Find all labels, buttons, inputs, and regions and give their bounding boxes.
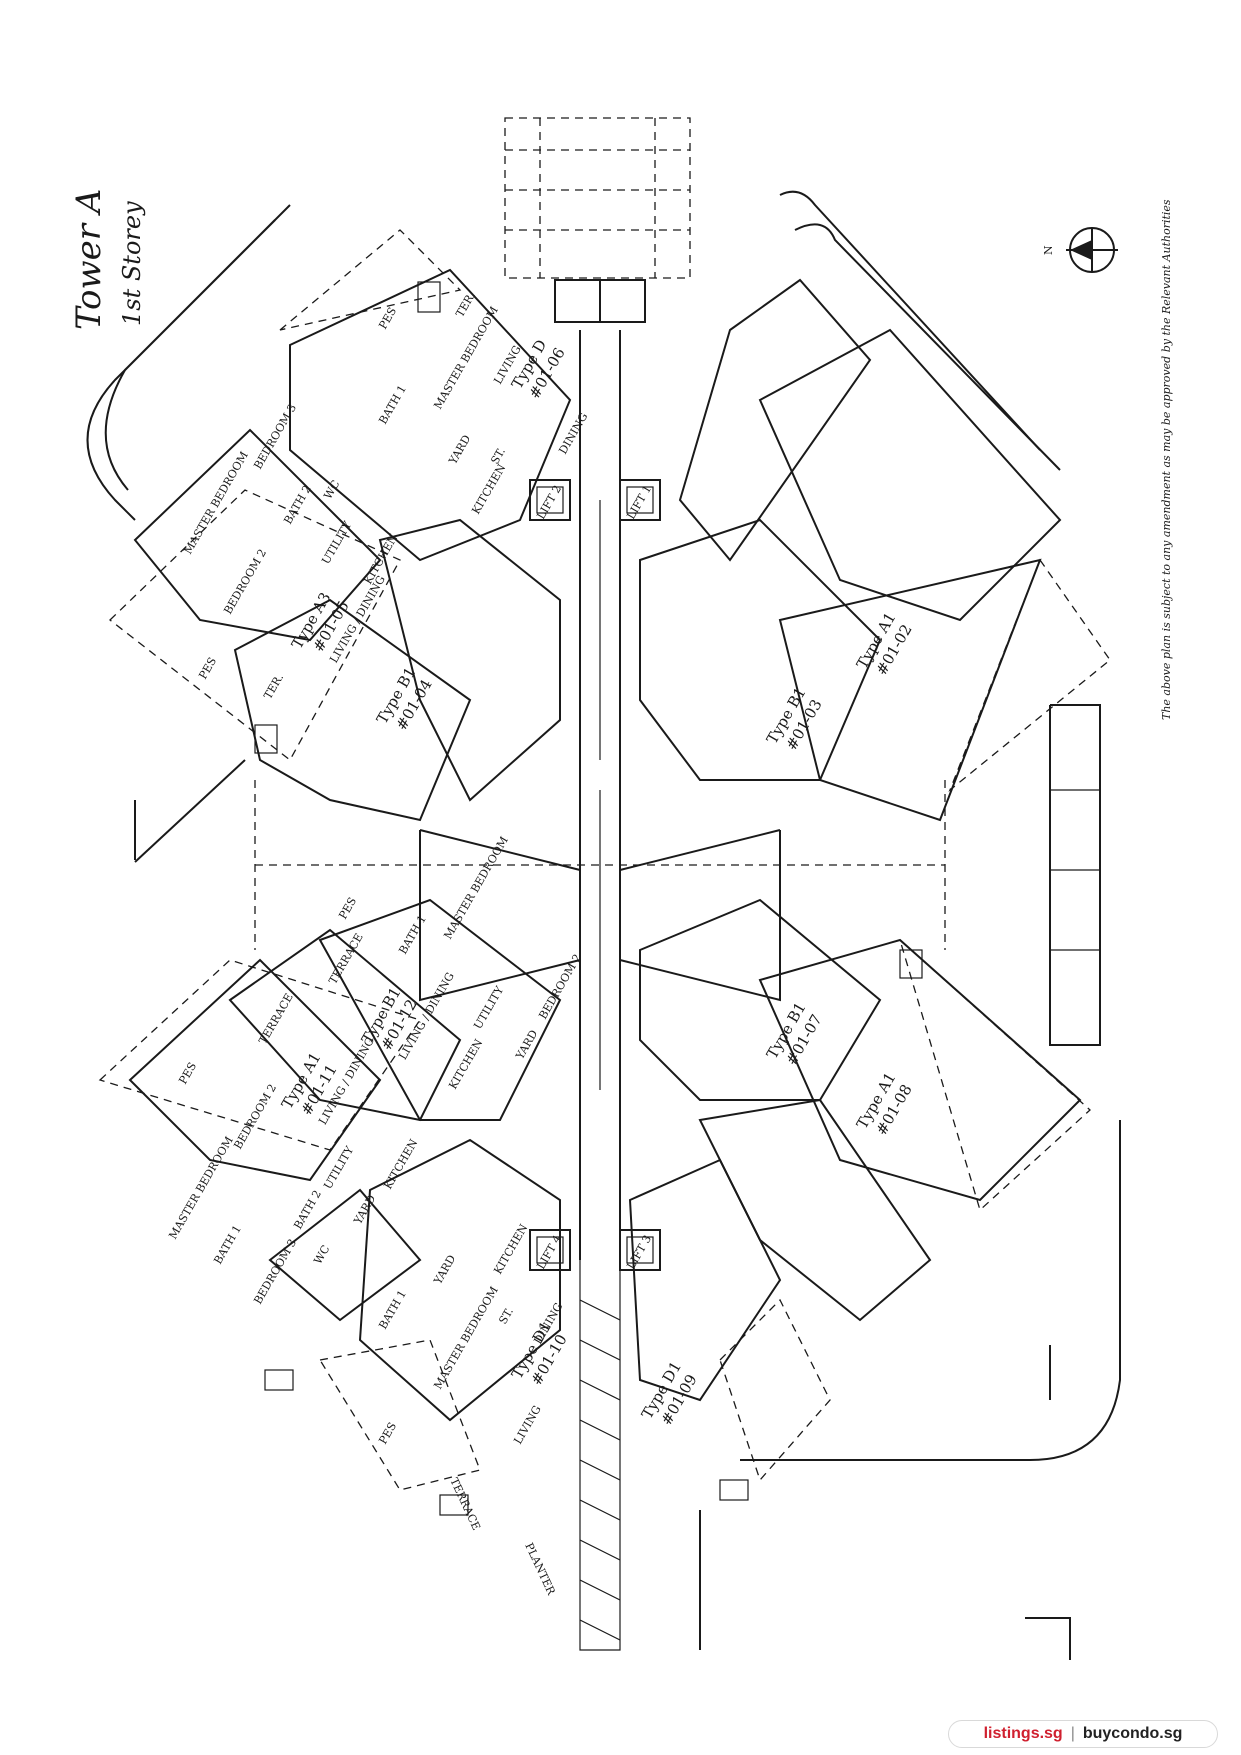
room-dining: DINING [556, 411, 590, 457]
title-line2: 1st Storey [118, 201, 146, 326]
room-pes-mid: PES [336, 895, 359, 921]
room-bath2: BATH 2 [281, 483, 314, 527]
lift-3: LIFT 3 [619, 1229, 661, 1272]
room-ter-a3: TER. [261, 671, 286, 701]
footer-right: buycondo.sg [1082, 1725, 1183, 1742]
room-terrace-a1: TERRACE [256, 991, 295, 1046]
ramp-hatch [579, 1299, 621, 1641]
room-yard-b1: YARD [513, 1028, 541, 1063]
room-utility-a1: UTILITY [321, 1143, 356, 1191]
room-bedroom2: BEDROOM 2 [221, 547, 269, 617]
room-utility: UTILITY [319, 518, 354, 566]
unit-01-02: Type A1 #01-02 [853, 609, 916, 678]
room-master-a3: MASTER BEDROOM [181, 449, 250, 556]
room-bath1-a1: BATH 1 [211, 1223, 244, 1267]
disclaimer: The above plan is subject to any amendme… [1160, 199, 1173, 720]
room-terrace-d1: TERRACE [447, 1476, 483, 1533]
room-bedroom3-a1: BEDROOM 3 [251, 1237, 299, 1307]
room-bath1-b1: BATH 1 [396, 913, 429, 957]
room-bedroom3: BEDROOM 3 [251, 402, 299, 472]
unit-01-09: Type D1 #01-09 [638, 1358, 701, 1428]
room-pes-a1: PES [176, 1060, 199, 1086]
room-st-d1: ST. [496, 1305, 516, 1326]
room-bath1: BATH 1 [376, 383, 409, 427]
lift-1: LIFT 1 [619, 479, 661, 522]
central-corridor [254, 330, 946, 1651]
wing-lower-right [628, 898, 1091, 1482]
footer-left: listings.sg [983, 1725, 1063, 1742]
room-master: MASTER BEDROOM [431, 304, 500, 411]
room-planter: PLANTER [522, 1541, 558, 1598]
room-bath1-d1: BATH 1 [376, 1288, 409, 1332]
room-master-d1: MASTER BEDROOM [431, 1284, 500, 1391]
unit-01-08: Type A1 #01-08 [853, 1069, 916, 1138]
unit-01-06: Type D #01-06 [508, 336, 569, 402]
wing-upper-left [109, 229, 572, 822]
tower-title: Tower A 1st Storey [69, 189, 146, 330]
lift-1-label: LIFT 1 [624, 483, 654, 522]
room-yard-d1: YARD [431, 1253, 459, 1288]
north-arrow-icon: N [1042, 227, 1118, 273]
room-yard-a1: YARD [351, 1193, 379, 1228]
room-wc-a1: WC [311, 1243, 332, 1267]
room-pes-a3: PES [196, 655, 219, 681]
room-labels: PES TER. LIVING MASTER BEDROOM DINING KI… [166, 289, 590, 1597]
wing-lower-left [98, 898, 562, 1491]
site-boundary [86, 190, 1121, 1660]
unit-01-04: Type B1 #01-04 [373, 664, 436, 733]
wing-upper-right [639, 278, 1111, 822]
room-utility-b1: UTILITY [471, 983, 506, 1031]
footer-separator: | [1070, 1725, 1075, 1742]
room-master-b1: MASTER BEDROOM [441, 834, 510, 941]
room-ter: TER. [453, 289, 478, 319]
staircases [254, 281, 923, 1516]
lift-2-label: LIFT 2 [534, 483, 564, 522]
room-living-d1: LIVING [511, 1403, 543, 1446]
lift-4: LIFT 4 [529, 1229, 571, 1272]
room-wc: WC [321, 478, 342, 502]
room-kitchen-b1: KITCHEN [446, 1037, 485, 1092]
entrance-canopy [504, 117, 691, 323]
room-pes-d1: PES [376, 1420, 399, 1446]
room-kitchen-d1: KITCHEN [491, 1222, 530, 1277]
room-bedroom2-a1: BEDROOM 2 [231, 1082, 279, 1152]
room-yard: YARD [446, 433, 474, 468]
lift-3-label: LIFT 3 [624, 1233, 654, 1272]
room-st: ST. [488, 445, 508, 466]
unit-01-03: Type B1 #01-03 [763, 684, 826, 753]
room-terrace-b1: TERRACE [326, 931, 365, 986]
footer-watermark: listings.sg | buycondo.sg [948, 1720, 1218, 1748]
north-label: N [1042, 245, 1055, 255]
room-pes: PES [376, 305, 399, 331]
lift-2: LIFT 2 [529, 479, 571, 522]
room-kitchen: KITCHEN [469, 462, 508, 517]
room-kitchen-a1: KITCHEN [381, 1137, 420, 1192]
room-bath2-a1: BATH 2 [291, 1188, 324, 1232]
title-line1: Tower A [69, 189, 109, 330]
